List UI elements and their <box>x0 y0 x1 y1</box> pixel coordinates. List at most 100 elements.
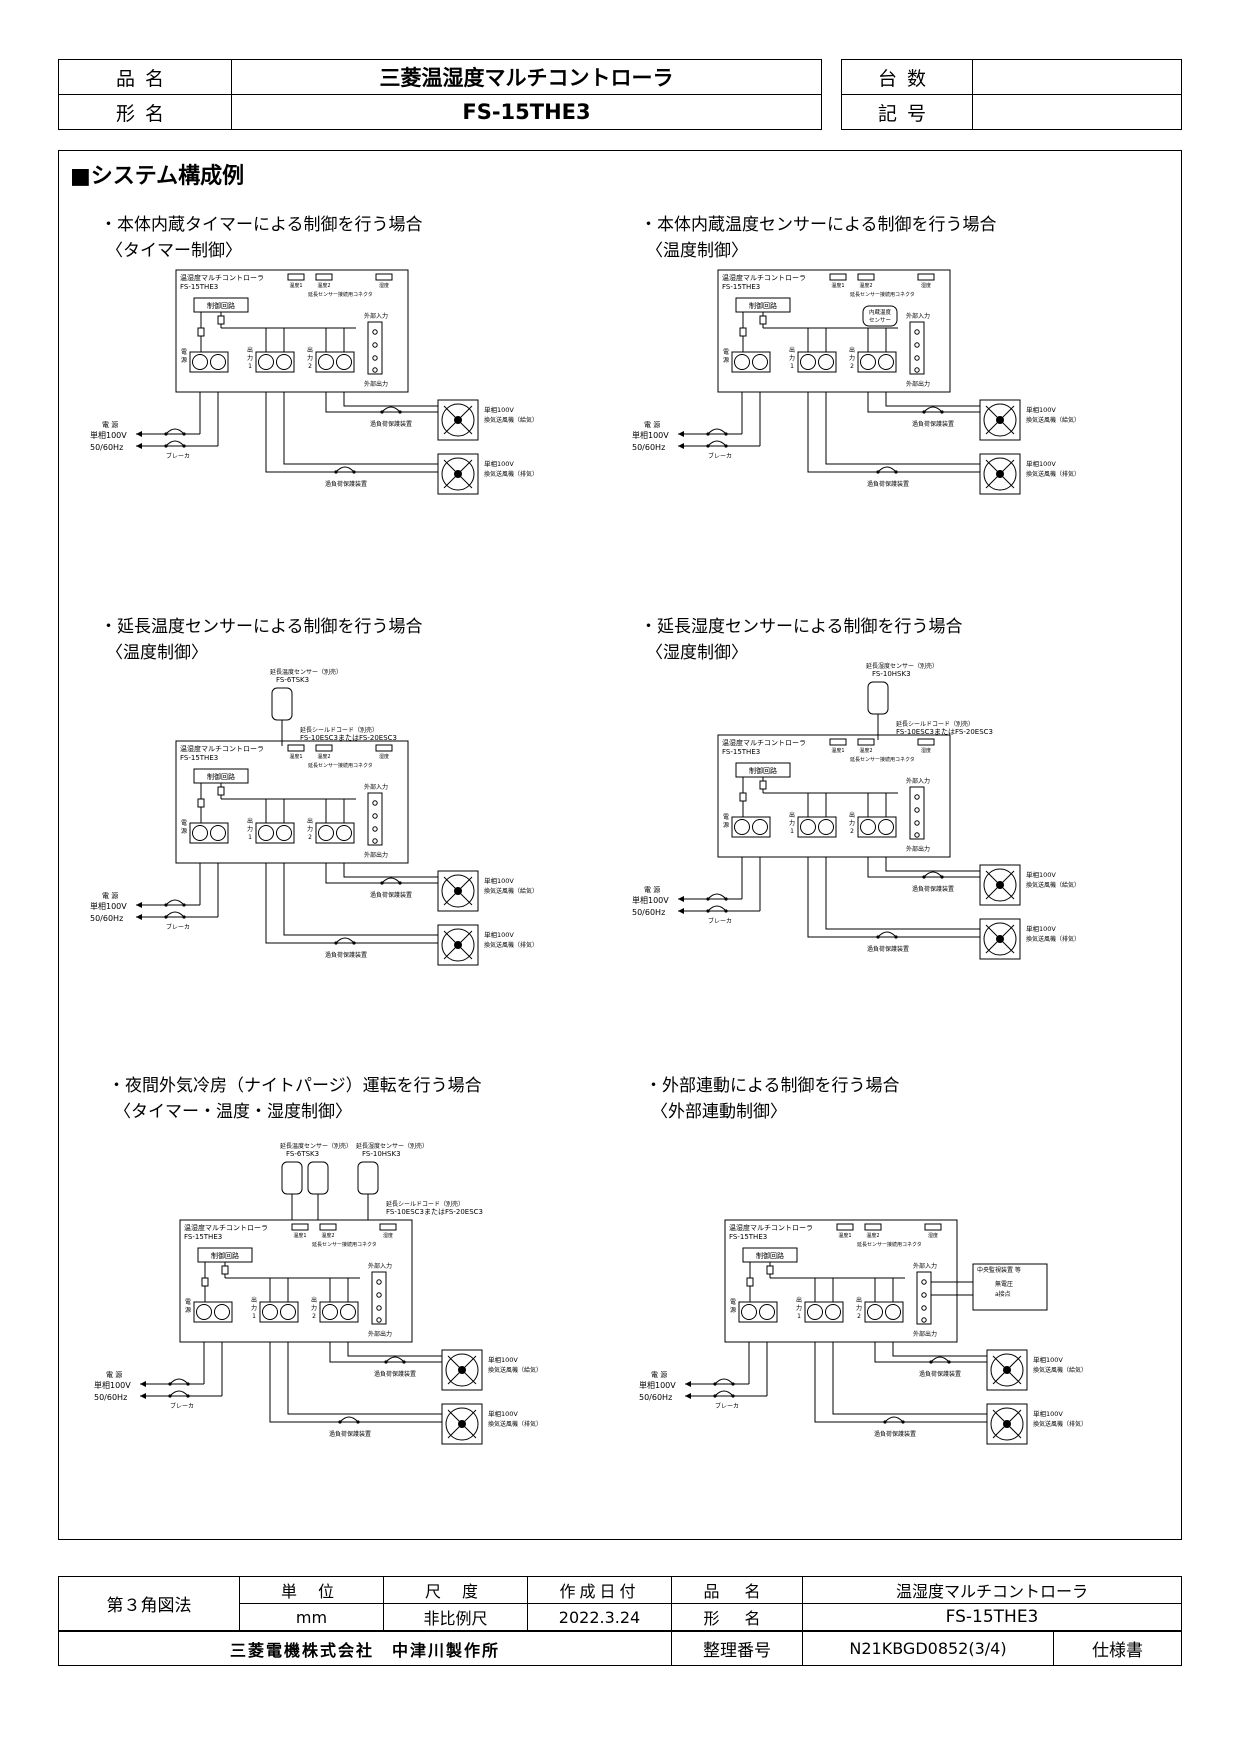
breaker-symbol <box>169 1378 189 1385</box>
sensor-connector <box>857 273 875 281</box>
breaker-symbol <box>165 440 185 447</box>
overload-label: 過負荷保護装置 <box>370 420 412 428</box>
arrow-icon <box>678 443 684 449</box>
ext-sensor-model: FS-10HSK3 <box>872 670 911 678</box>
ext-terminal-block <box>367 792 383 846</box>
power-terminal-screw <box>210 825 226 841</box>
controller-model: FS-15THE3 <box>722 283 760 291</box>
breaker-symbol-dot <box>724 432 728 436</box>
ext-terminal-screw <box>921 1292 927 1298</box>
freq-label: 50/60Hz <box>639 1393 672 1402</box>
output2-wire <box>885 857 980 872</box>
fan-supply-label: 換気送風機（給気） <box>484 416 538 424</box>
power-terminal-screw <box>210 354 226 370</box>
power-terminal-label: 電源 <box>730 1299 736 1314</box>
fan-exhaust-label: 換気送風機（排気） <box>1026 470 1080 478</box>
fan-supply-blade <box>985 405 1015 435</box>
header-right-table: 台数 記号 <box>841 59 1182 130</box>
internal-sensor-label: 内蔵温度 <box>869 308 892 316</box>
connector-label: 延長センサー接続用コネクタ <box>857 1241 922 1248</box>
fan-spec-label: 単相100V <box>484 876 514 885</box>
sensor-connector-label: 温度1 <box>293 1232 306 1239</box>
sensor-connector <box>864 1223 882 1231</box>
output2-terminal-screw <box>867 1304 883 1320</box>
fuse-icon <box>746 1277 754 1287</box>
power-terminal-label: 電源 <box>185 1299 191 1314</box>
ext-terminal-block <box>909 786 925 840</box>
output2-terminal-screw <box>860 354 876 370</box>
ext-terminal-screw <box>376 1317 382 1323</box>
ext-sensor-icon <box>867 681 889 715</box>
ext-terminal-screw <box>376 1305 382 1311</box>
fan-supply-ring <box>441 403 475 437</box>
power-source-label: 電 源 <box>102 891 118 900</box>
controller-model: FS-15THE3 <box>180 283 218 291</box>
breaker-symbol-dot <box>713 1394 717 1398</box>
arrow-icon <box>678 896 684 902</box>
output2-wire <box>343 392 438 407</box>
overload-symbol-dot <box>901 1420 905 1424</box>
overload-symbol-dot <box>876 935 880 939</box>
shield-cord-label: 延長シールドコード（別売） <box>896 720 974 728</box>
output1-terminal-screw <box>818 819 834 835</box>
case-6-subtitle: 〈外部連動制御〉 <box>651 1102 787 1122</box>
product-label: 品 名 <box>671 1576 803 1604</box>
output2-terminal-screw <box>318 354 334 370</box>
output2-wire <box>347 1342 442 1357</box>
overload-label: 過負荷保護装置 <box>867 945 909 953</box>
fan-supply-blade <box>443 405 473 435</box>
ext-terminal-screw <box>372 329 378 335</box>
breaker-symbol-dot <box>713 1382 717 1386</box>
ext-terminal-block <box>909 321 925 375</box>
fuse-icon <box>739 792 747 802</box>
ext-sensor-model: FS-6TSK3 <box>286 1150 319 1158</box>
power-terminal-label: 電源 <box>723 814 729 829</box>
output2-terminal-screw <box>878 354 894 370</box>
arrow-icon <box>136 902 142 908</box>
output1-terminal-screw <box>276 825 292 841</box>
overload-symbol-dot <box>380 881 384 885</box>
case-5-subtitle: 〈タイマー・温度・湿度制御〉 <box>114 1102 352 1122</box>
case-title-3: ・延長温度センサーによる制御を行う場合 〈温度制御〉 <box>100 614 423 666</box>
breaker-symbol-dot <box>182 444 186 448</box>
projection-method: 第３角図法 <box>58 1576 240 1631</box>
overload-symbol <box>335 466 355 473</box>
ext-in-label: 外部入力 <box>913 1262 937 1270</box>
overload-symbol-dot <box>334 941 338 945</box>
sensor-connector-label: 温度2 <box>859 747 872 754</box>
arrow-icon <box>140 1381 146 1387</box>
power-terminal-screw <box>759 1304 775 1320</box>
internal-sensor-label: センサー <box>869 317 891 324</box>
connector-label: 延長センサー接続用コネクタ <box>850 756 915 763</box>
arrow-icon <box>136 914 142 920</box>
fan-supply-ring <box>983 403 1017 437</box>
output2-wire <box>885 392 980 407</box>
output1-wire <box>832 1342 987 1415</box>
sensor-connector-label: 湿度 <box>383 1232 393 1239</box>
ext-terminal-screw <box>914 367 920 373</box>
case-2-title: ・本体内蔵温度センサーによる制御を行う場合 <box>640 215 997 235</box>
overload-symbol-dot <box>929 1360 933 1364</box>
sensor-connector <box>829 273 847 281</box>
overload-symbol <box>877 931 897 938</box>
controller-name: 温湿度マルチコントローラ <box>729 1223 813 1232</box>
output1-terminal-screw <box>825 1304 841 1320</box>
overload-label: 過負荷保護装置 <box>874 1430 916 1438</box>
fan-spec-label: 単相100V <box>1026 405 1056 414</box>
fan-spec-label: 単相100V <box>1033 1409 1063 1418</box>
sensor-connector <box>917 273 935 281</box>
overload-symbol-dot <box>940 875 944 879</box>
sensor-connector <box>375 744 393 752</box>
ext-out-label: 外部出力 <box>906 380 930 388</box>
ext-terminal-screw <box>914 832 920 838</box>
breaker-symbol-dot <box>706 444 710 448</box>
overload-symbol-dot <box>334 470 338 474</box>
fan-supply-blade <box>985 870 1015 900</box>
date-value: 2022.3.24 <box>527 1603 672 1631</box>
